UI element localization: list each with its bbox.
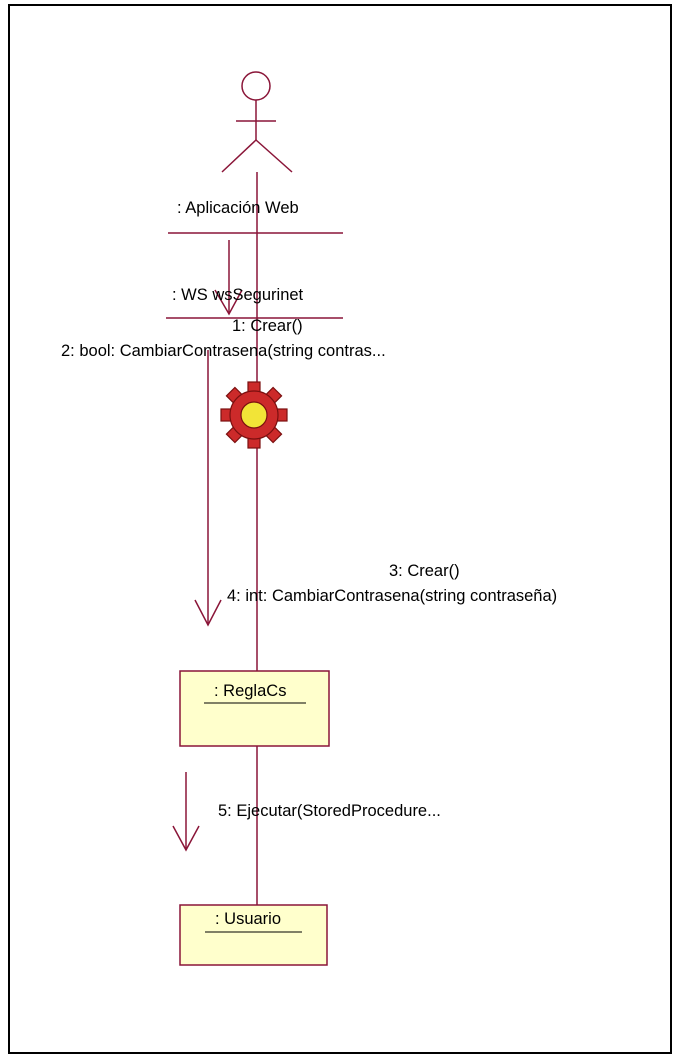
object-box-usuario	[179, 904, 328, 966]
gear-icon	[220, 381, 288, 449]
object-box-reglacs	[179, 670, 330, 747]
service-label: : WS wsSegurinet	[172, 286, 304, 304]
object-label-usuario: : Usuario	[215, 910, 282, 928]
message-label-5: 5: Ejecutar(StoredProcedure...	[218, 802, 441, 820]
message-arrow-3	[172, 772, 200, 852]
message-label-4: 4: int: CambiarContrasena(string contras…	[227, 587, 558, 605]
message-label-2: 2: bool: CambiarContrasena(string contra…	[61, 342, 386, 360]
message-label-1: 1: Crear()	[232, 317, 303, 335]
message-arrow-1	[214, 240, 243, 316]
message-arrow-2	[194, 350, 222, 627]
message-label-3: 3: Crear()	[389, 562, 460, 580]
object-label-reglacs: : ReglaCs	[214, 682, 287, 700]
actor-icon	[221, 71, 293, 173]
actor-label: : Aplicación Web	[177, 199, 299, 217]
